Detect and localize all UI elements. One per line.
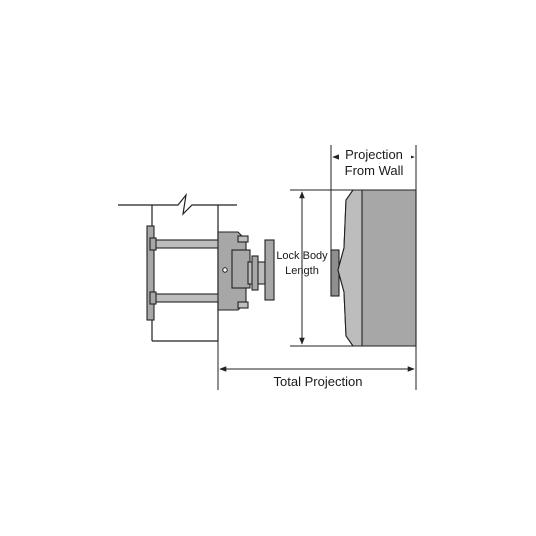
dimension-projection-from-wall: Projection From Wall	[330, 145, 417, 250]
projection-from-wall-label-1: Projection	[345, 147, 403, 162]
armature-plate	[264, 239, 275, 301]
lock-body-length-label-2: Length	[285, 265, 319, 277]
lock-body-length-label-1: Lock Body	[276, 250, 328, 262]
dimension-total-projection: Total Projection	[217, 341, 417, 390]
total-projection-label: Total Projection	[274, 374, 363, 389]
dimension-lock-body-length: Lock Body Length	[276, 189, 353, 347]
lock-body	[330, 189, 417, 347]
mounting-hardware	[146, 225, 235, 321]
lock-bracket	[217, 231, 266, 311]
projection-from-wall-label-2: From Wall	[345, 163, 404, 178]
